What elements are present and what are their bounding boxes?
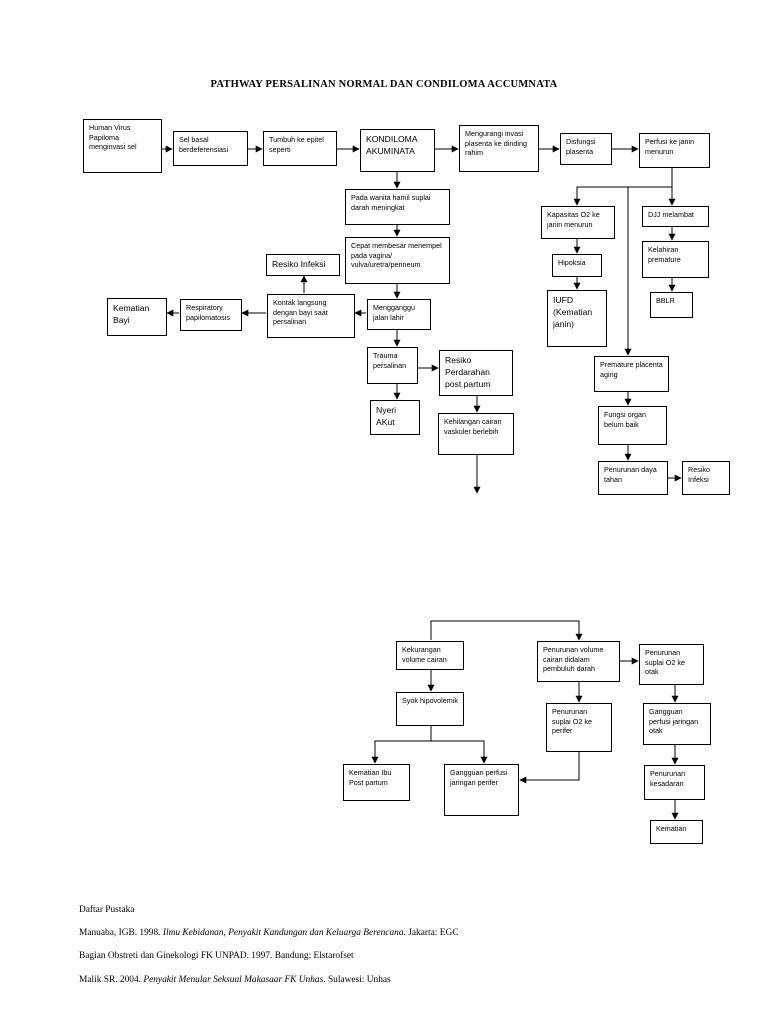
reference-3-prefix: Malik SR. 2004. (79, 975, 144, 985)
node-premature-plasenta: Premature placenta aging (594, 356, 669, 392)
node-kontak: Kontak langsung dengan bayi saat persali… (267, 294, 355, 338)
reference-3: Malik SR. 2004. Penyakit Menular Seksual… (79, 975, 391, 985)
node-kematian-ibu: Kematian Ibu Post partum (343, 764, 410, 801)
reference-1-title: Ilmu Kebidanan, Penyakit Kandungan dan K… (162, 928, 404, 938)
node-resiko-infeksi-2: Resiko Infeksi (682, 461, 730, 495)
reference-3-title: Penyakit Menular Seksual Makasaar FK Unh… (143, 975, 324, 985)
node-gangguan-otak: Gangguan perfusi jaringan otak (643, 703, 711, 745)
node-cepat-membesar: Cepat membesar menempel pada vagina/ vul… (345, 237, 450, 284)
node-sel-basal: Sel basal berdeferensiasi (173, 131, 248, 166)
reference-2-text: Bagian Obstreti dan Ginekologi FK UNPAD.… (79, 951, 354, 961)
node-penurunan-daya: Penurunan daya tahan (598, 461, 668, 495)
node-hipoksia: Hipoksia (552, 254, 602, 277)
reference-1-prefix: Manuaba, IGB. 1998. (79, 928, 163, 938)
node-penurunan-kesadaran: Penurunan kesadaran (644, 765, 705, 800)
node-kematian: Kematian (650, 820, 703, 844)
node-bblr: BBLR (650, 292, 693, 318)
node-kelahiran: Kelahiran premature (642, 241, 709, 278)
reference-1-suffix: . Jakarta: EGC (403, 928, 459, 938)
node-iufd: IUFD (Kematian janin) (547, 290, 607, 347)
reference-1: Manuaba, IGB. 1998. Ilmu Kebidanan, Peny… (79, 928, 458, 938)
node-respiratory: Respiratory papilomatosis (180, 299, 242, 331)
node-kapasitas: Kapasitas O2 ke janin menurun (541, 206, 615, 239)
node-perfusi-janin: Perfusi ke janin menurun (639, 133, 710, 168)
node-nyeri: Nyeri AKut (370, 400, 420, 435)
node-kondiloma: KONDILOMA AKUMINATA (360, 129, 435, 172)
node-kematian-bayi: Kematian Bayi (107, 298, 167, 336)
references-heading: Daftar Pustaka (79, 905, 135, 915)
node-disfungsi: Disfungsi plasenta (560, 133, 612, 165)
node-pada-wanita: Pada wanita hamil suplai darah meningkat (345, 189, 450, 225)
reference-3-suffix: . Sulawesi: Unhas (323, 975, 391, 985)
node-penurunan-suplai-otak: Penurunan suplai O2 ke otak (639, 644, 704, 685)
page-title: PATHWAY PERSALINAN NORMAL DAN CONDILOMA … (210, 79, 558, 90)
node-kehilangan: Kehilangan cairan vaskuler berlebih (438, 413, 514, 455)
node-kekurangan: Kekurangan volume cairan (396, 641, 464, 670)
node-fungsi-organ: Fungsi organ belum baik (598, 406, 667, 445)
node-resiko-infeksi-1: Resiko Infeksi (266, 254, 340, 276)
node-hpv: Human Virus Papiloma menginvasi sel (83, 119, 162, 173)
node-penurunan-suplai-perifer: Penurunan suplai O2 ke perifer (546, 703, 612, 752)
node-trauma: Trauma persalinan (367, 347, 418, 384)
node-mengurangi: Mengurangi invasi plasenta ke dinding ra… (459, 125, 539, 172)
node-penurunan-volume: Penurunan volume cairan didalam pembuluh… (537, 641, 620, 682)
reference-2: Bagian Obstreti dan Ginekologi FK UNPAD.… (79, 951, 354, 961)
node-syok: Syok hipovolemik (396, 692, 464, 726)
node-djj: DJJ melambat (642, 206, 709, 227)
node-tumbuh: Tumbuh ke epitel seperti (263, 131, 337, 166)
node-gangguan-perifer: Gangguan perfusi jaringan perifer (444, 764, 519, 816)
node-resiko-perdarahan: Resiko Perdarahan post partum (439, 350, 513, 396)
node-mengganggu: Mengganggu jalan lahir (367, 299, 431, 330)
